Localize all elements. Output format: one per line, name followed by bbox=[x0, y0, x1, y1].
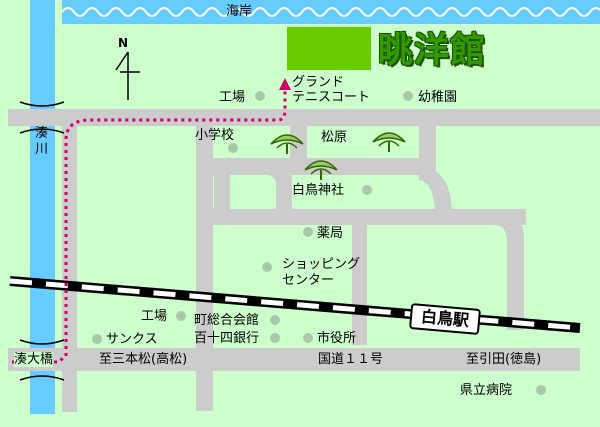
pine-trees-icon bbox=[270, 132, 406, 180]
place-hospital: 県立病院 bbox=[460, 383, 513, 398]
route-arrow bbox=[279, 78, 291, 90]
road-label-hiketa: 至引田(徳島) bbox=[466, 352, 542, 367]
river-label-text: 湊 川 bbox=[35, 126, 49, 157]
place-shopping-1: ショッピング bbox=[282, 257, 361, 272]
place-pine: 松原 bbox=[321, 130, 348, 145]
place-dot bbox=[92, 334, 102, 344]
roads bbox=[8, 109, 600, 412]
place-dot bbox=[176, 311, 186, 321]
place-dot bbox=[362, 185, 372, 195]
place-dot bbox=[228, 143, 238, 153]
place-grand: グランド bbox=[292, 75, 345, 90]
place-bank: 百十四銀行 bbox=[194, 331, 260, 346]
north-label: N bbox=[118, 36, 129, 50]
place-school: 小学校 bbox=[195, 128, 235, 143]
place-dot bbox=[270, 333, 280, 343]
place-dot bbox=[403, 91, 413, 101]
place-pharmacy: 薬局 bbox=[317, 226, 344, 241]
sea-label: 海岸 bbox=[226, 4, 253, 19]
north-arrow-icon bbox=[115, 51, 140, 100]
place-kindergarten: 幼稚園 bbox=[418, 90, 458, 105]
sea bbox=[62, 0, 600, 24]
bridge-marks bbox=[19, 101, 65, 381]
place-dot bbox=[303, 227, 313, 237]
river bbox=[30, 0, 55, 414]
road-label-takamatsu: 至三本松(高松) bbox=[99, 352, 188, 367]
river-label: 湊 川 bbox=[35, 126, 49, 158]
railway bbox=[9, 276, 581, 333]
place-dot bbox=[536, 385, 546, 395]
place-tennis: テニスコート bbox=[292, 90, 371, 105]
place-factory-south: 工場 bbox=[141, 309, 168, 324]
place-factory-north: 工場 bbox=[219, 90, 246, 105]
place-city-hall: 市役所 bbox=[317, 331, 357, 346]
sea-waves bbox=[61, 7, 600, 17]
hotel-name: 眺洋館 bbox=[378, 31, 487, 71]
place-shrine: 白鳥神社 bbox=[292, 183, 345, 198]
place-town-hall: 町総合会館 bbox=[194, 313, 260, 328]
place-sunks: サンクス bbox=[106, 332, 158, 347]
place-shopping-2: センター bbox=[282, 273, 335, 288]
hotel-block bbox=[287, 27, 371, 70]
place-dot bbox=[262, 262, 272, 272]
place-dot bbox=[255, 91, 265, 101]
route-line bbox=[12, 88, 287, 364]
road-label-route11: 国道１１号 bbox=[318, 352, 384, 367]
bridge-label: 湊大橋 bbox=[14, 352, 54, 367]
place-dot bbox=[270, 315, 280, 325]
place-dot bbox=[303, 333, 313, 343]
